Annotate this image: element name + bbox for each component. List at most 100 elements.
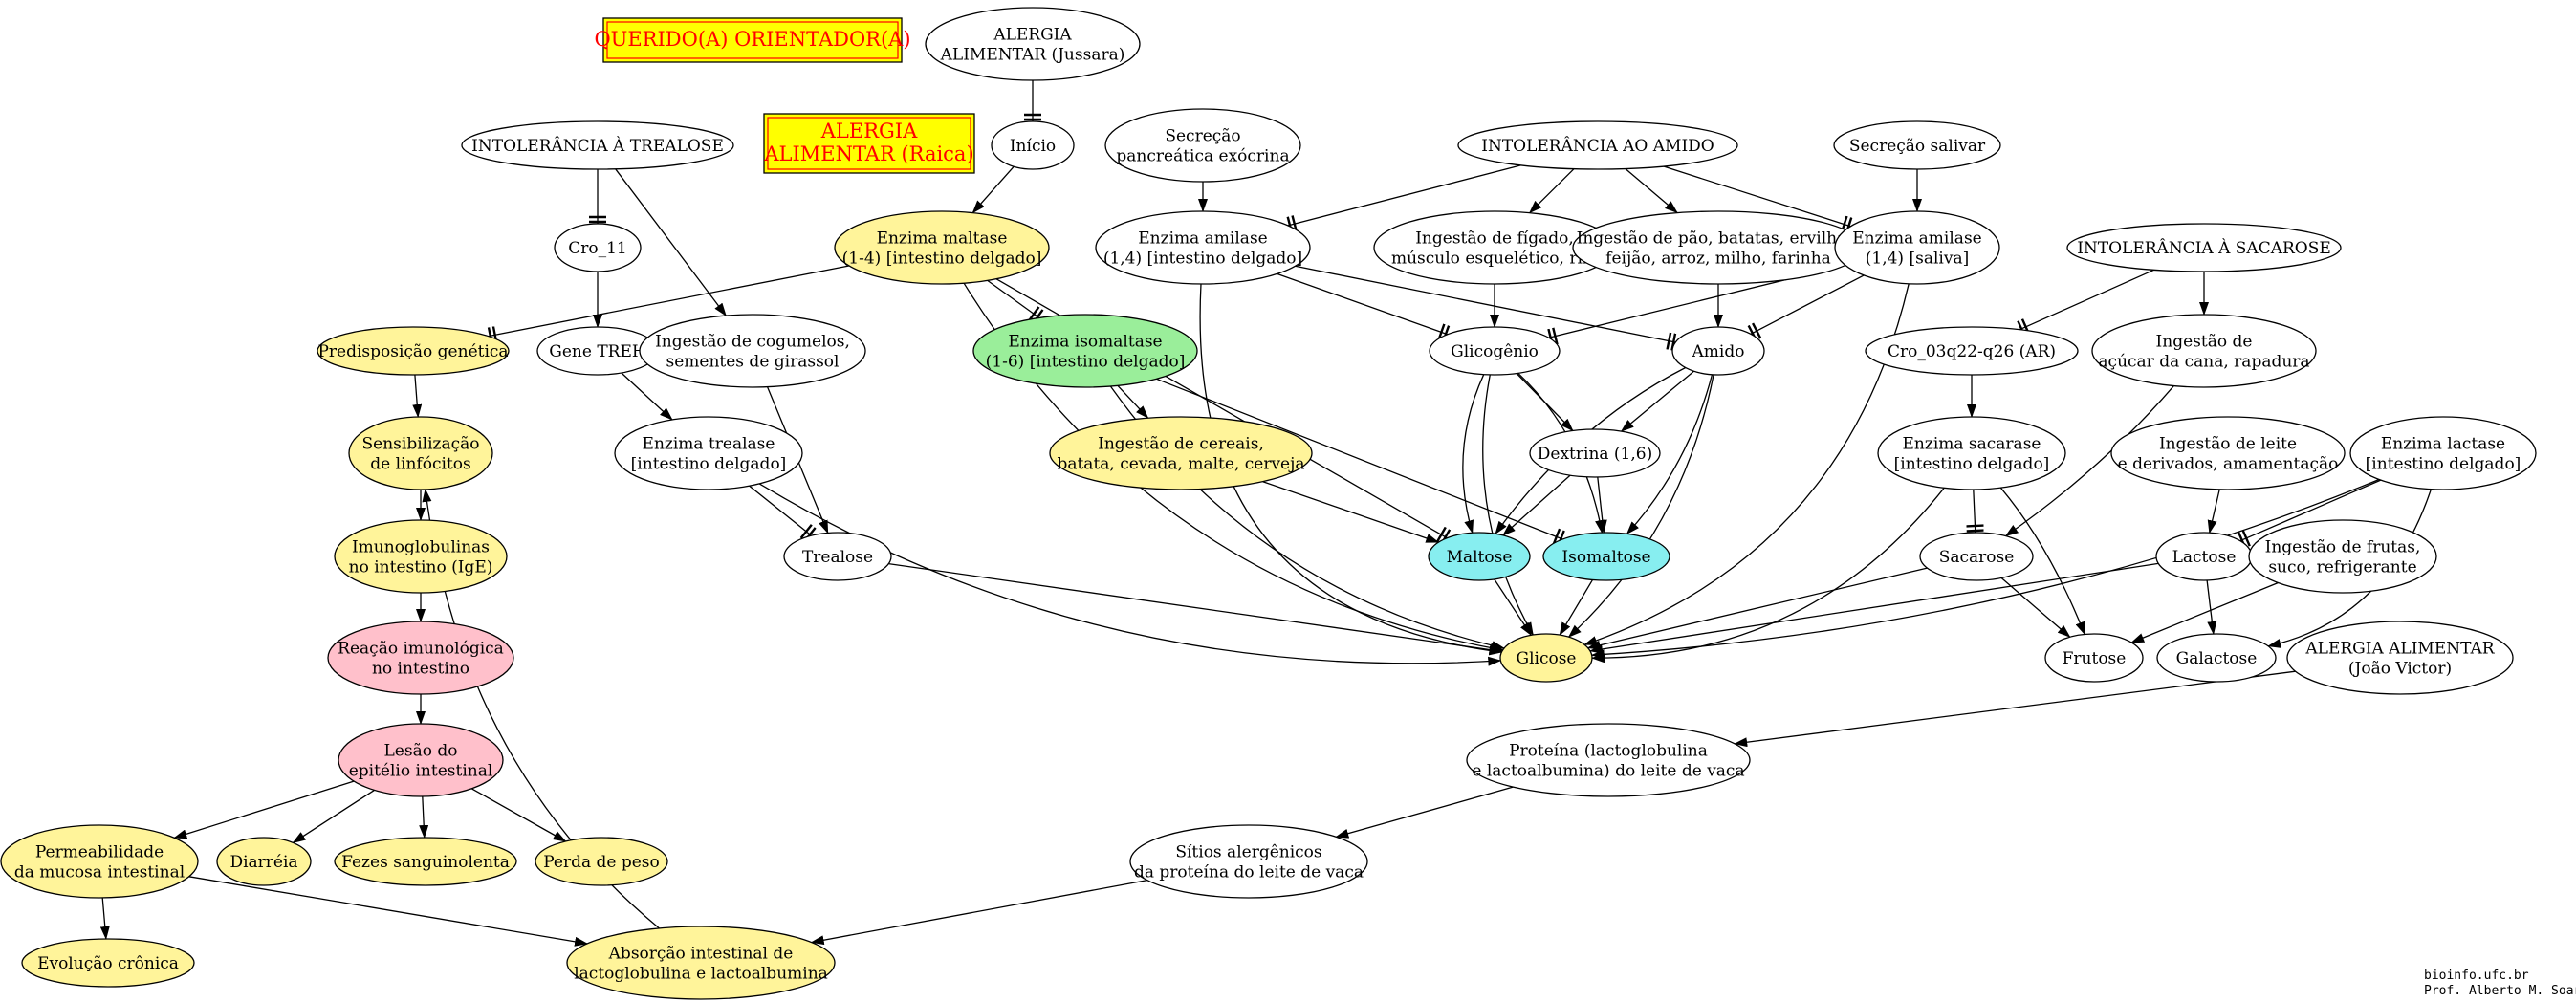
node-label: Ingestão de cogumelos, bbox=[655, 333, 850, 352]
node-lactose: Lactose bbox=[2155, 532, 2253, 581]
node-shape bbox=[1466, 723, 1751, 797]
node-label: (1-6) [intestino delgado] bbox=[986, 353, 1186, 372]
node-label: QUERIDO(A) ORIENTADOR(A) bbox=[594, 28, 910, 51]
node-querido: QUERIDO(A) ORIENTADOR(A) bbox=[594, 17, 911, 63]
node-sacarase: Enzima sacarase[intestino delgado] bbox=[1877, 416, 2066, 490]
node-shape bbox=[1919, 532, 2034, 581]
node-label: ALIMENTAR (Raica) bbox=[763, 142, 973, 165]
node-amil-int: Enzima amilase(1,4) [intestino delgado] bbox=[1095, 210, 1311, 285]
node-label: Enzima isomaltase bbox=[1008, 333, 1162, 352]
node-sacarose: Sacarose bbox=[1919, 532, 2034, 581]
nodes-layer: QUERIDO(A) ORIENTADOR(A) ALERGIAALIMENTAR… bbox=[0, 7, 2537, 1000]
node-aa-joao: ALERGIA ALIMENTAR(João Victor) bbox=[2286, 621, 2514, 695]
edge-maltase-to-predisp bbox=[487, 265, 850, 345]
node-shape bbox=[1865, 326, 2079, 376]
node-shape bbox=[216, 837, 312, 886]
node-label: Absorção intestinal de bbox=[608, 945, 794, 964]
node-trealase: Enzima trealase[intestino delgado] bbox=[614, 416, 803, 490]
edge-predisp-to-sensib bbox=[412, 374, 423, 418]
node-label: Ingestão de frutas, bbox=[2265, 538, 2421, 557]
node-shape bbox=[1129, 824, 1368, 899]
node-shape bbox=[991, 120, 1075, 170]
node-shape bbox=[2091, 314, 2317, 388]
node-label: Sítios alergênicos bbox=[1175, 843, 1321, 862]
node-label: Ingestão de bbox=[2156, 333, 2253, 352]
node-label: pancreática exócrina bbox=[1116, 147, 1289, 166]
node-label: Galactose bbox=[2176, 649, 2258, 668]
node-label: Enzima sacarase bbox=[1903, 435, 2041, 454]
node-shape bbox=[338, 723, 504, 797]
node-shape bbox=[1049, 416, 1313, 490]
credit-site: bioinfo.ufc.br bbox=[2424, 969, 2529, 983]
node-shape bbox=[1877, 416, 2066, 490]
edge-lactase-to-lactose bbox=[2237, 479, 2382, 549]
node-ing-figado: Ingestão de fígado,músculo esquelético, … bbox=[1373, 210, 1616, 285]
node-label: epitélio intestinal bbox=[349, 762, 493, 781]
node-shape bbox=[1429, 326, 1561, 376]
edge-int_amido-to-ing_figado bbox=[1528, 168, 1575, 214]
node-label: Isomaltose bbox=[1561, 548, 1650, 567]
node-shape bbox=[2248, 519, 2437, 594]
edge-sacarase-to-frutose bbox=[1999, 487, 2085, 636]
node-label: batata, cevada, malte, cerveja bbox=[1057, 455, 1304, 474]
node-label: Lesão do bbox=[384, 742, 458, 761]
node-ing-frutas: Ingestão de frutas,suco, refrigerante bbox=[2248, 519, 2437, 594]
node-label: suco, refrigerante bbox=[2268, 558, 2416, 577]
node-label: Enzima lactase bbox=[2381, 435, 2505, 454]
node-shape bbox=[317, 326, 510, 376]
node-label: Dextrina (1,6) bbox=[1538, 445, 1652, 464]
node-label: Lactose bbox=[2172, 548, 2237, 567]
edge-amido-to-glicose bbox=[1567, 374, 1714, 638]
highlight-box bbox=[602, 17, 903, 63]
node-label: sementes de girassol bbox=[666, 353, 840, 372]
node-label: (1,4) [intestino delgado] bbox=[1103, 250, 1302, 269]
node-shape bbox=[1499, 633, 1593, 683]
edge-int_amido-to-ing_pao bbox=[1625, 168, 1678, 214]
edge-inicio-to-maltase bbox=[971, 165, 1015, 214]
node-label: e lactoalbumina) do leite de vaca bbox=[1472, 762, 1744, 781]
node-shape bbox=[2156, 633, 2277, 683]
node-label: Glicose bbox=[1517, 649, 1577, 668]
node-label: Sensibilização bbox=[362, 435, 480, 454]
node-label: Ingestão de fígado, bbox=[1415, 229, 1574, 249]
node-label: (1-4) [intestino delgado] bbox=[842, 250, 1042, 269]
node-ing-cereais: Ingestão de cereais,batata, cevada, malt… bbox=[1049, 416, 1313, 490]
node-label: Proteína (lactoglobulina bbox=[1509, 742, 1708, 761]
node-shape bbox=[327, 621, 514, 695]
node-label: Imunoglobulinas bbox=[352, 538, 490, 557]
edge-gene_treh-to-trealase bbox=[621, 372, 673, 421]
node-shape bbox=[2349, 416, 2537, 490]
node-shape bbox=[0, 824, 199, 899]
node-int-trealose: INTOLERÂNCIA À TREALOSE bbox=[461, 120, 734, 170]
edge-ing_acucar-to-sacarose bbox=[2004, 385, 2174, 537]
edge-int_trealose-to-ing_cogum bbox=[615, 168, 727, 316]
node-frutose: Frutose bbox=[2044, 633, 2144, 683]
node-label: INTOLERÂNCIA À SACAROSE bbox=[2077, 238, 2331, 258]
edge-amil_sal-to-amido bbox=[1747, 274, 1865, 341]
edge-sacarose-to-glicose bbox=[1586, 567, 1928, 650]
node-isomaltase: Enzima isomaltase(1-6) [intestino delgad… bbox=[972, 314, 1198, 388]
node-fezes: Fezes sanguinolenta bbox=[334, 837, 517, 886]
node-label: ALIMENTAR (Jussara) bbox=[940, 46, 1125, 65]
node-maltose: Maltose bbox=[1428, 532, 1531, 581]
node-label: Reação imunológica bbox=[338, 640, 504, 659]
node-shape bbox=[834, 210, 1050, 285]
edge-glicogenio-to-glicose bbox=[1482, 374, 1534, 636]
node-shape bbox=[1457, 120, 1738, 170]
node-shape bbox=[972, 314, 1198, 388]
edge-ing_leite-to-lactose bbox=[2207, 489, 2220, 534]
edge-int_sacarose-to-cro03 bbox=[2017, 269, 2154, 338]
node-predisp: Predisposição genética bbox=[317, 326, 510, 376]
node-label: Gene TREH bbox=[549, 342, 645, 361]
node-amil-sal: Enzima amilase(1,4) [saliva] bbox=[1834, 210, 2000, 285]
node-trealose: Trealose bbox=[783, 532, 892, 581]
